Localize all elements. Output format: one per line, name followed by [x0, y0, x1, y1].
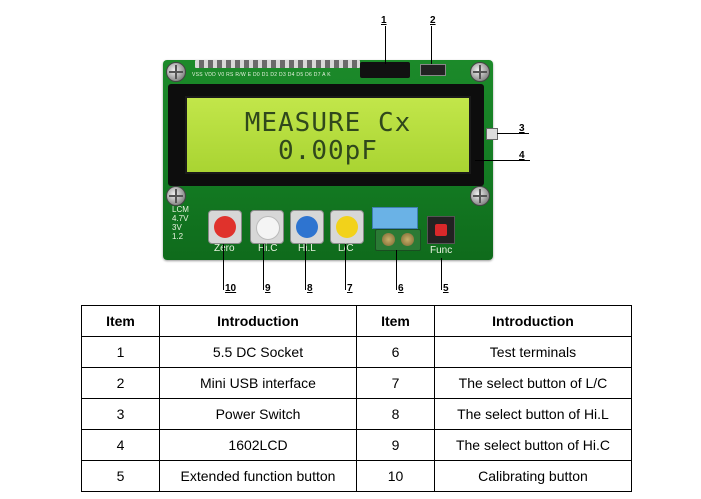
cell: 9 — [355, 429, 435, 461]
cell: 5.5 DC Socket — [158, 336, 357, 368]
btn-label-hi-l: Hi.L — [298, 243, 316, 254]
callout-10: 10 — [225, 283, 237, 294]
header-pins — [195, 60, 360, 68]
lcd-line-2: 0.00pF — [278, 136, 378, 166]
cell: Calibrating button — [433, 460, 633, 492]
screw-icon — [166, 186, 186, 206]
cell: The select button of Hi.C — [433, 429, 633, 461]
cell: The select button of L/C — [433, 367, 633, 399]
callout-9: 9 — [265, 283, 271, 294]
header-introduction: Introduction — [433, 305, 633, 337]
header-item: Item — [355, 305, 435, 337]
capacitor-block — [372, 207, 418, 229]
cell: The select button of Hi.L — [433, 398, 633, 430]
screw-icon — [470, 62, 490, 82]
parts-table: Item Introduction Item Introduction 1 5.… — [81, 305, 633, 492]
power-switch — [486, 128, 498, 140]
cell: Mini USB interface — [158, 367, 357, 399]
cell: 4 — [81, 429, 160, 461]
hi-c-button — [250, 210, 284, 244]
cell: Extended function button — [158, 460, 357, 492]
table-row: 2 Mini USB interface 7 The select button… — [81, 367, 633, 399]
cell: Test terminals — [433, 336, 633, 368]
screw-icon — [470, 186, 490, 206]
header-introduction: Introduction — [158, 305, 357, 337]
device-photo: VSS VDD V0 RS R/W E D0 D1 D2 D3 D4 D5 D6… — [0, 0, 701, 300]
callout-3: 3 — [519, 123, 525, 134]
btn-label-func: Func — [430, 245, 453, 256]
table-row: 3 Power Switch 8 The select button of Hi… — [81, 398, 633, 430]
table-row: 4 1602LCD 9 The select button of Hi.C — [81, 429, 633, 461]
callout-7: 7 — [347, 283, 353, 294]
screw-icon — [166, 62, 186, 82]
cell: 10 — [355, 460, 435, 492]
cell: 2 — [81, 367, 160, 399]
btn-label-hi-c: Hi.C — [258, 243, 278, 254]
side-silkscreen: LCM 4.7V 3V 1.2 — [172, 205, 189, 241]
callout-4: 4 — [519, 150, 525, 161]
table-row: 5 Extended function button 10 Calibratin… — [81, 460, 633, 492]
cell: 6 — [355, 336, 435, 368]
lcd-screen: MEASURE Cx 0.00pF — [185, 96, 471, 174]
hi-l-button — [290, 210, 324, 244]
test-terminals — [375, 229, 421, 251]
callout-6: 6 — [398, 283, 404, 294]
table-row: 1 5.5 DC Socket 6 Test terminals — [81, 336, 633, 368]
usb-port — [420, 64, 446, 76]
callout-2: 2 — [430, 15, 436, 26]
cell: 1602LCD — [158, 429, 357, 461]
cell: Power Switch — [158, 398, 357, 430]
func-button — [427, 216, 455, 244]
dc-socket — [360, 62, 410, 78]
cell: 8 — [355, 398, 435, 430]
l-c-button — [330, 210, 364, 244]
cell: 3 — [81, 398, 160, 430]
table-header-row: Item Introduction Item Introduction — [81, 305, 633, 337]
lcd-line-1: MEASURE Cx — [244, 108, 412, 138]
callout-1: 1 — [381, 15, 387, 26]
zero-button — [208, 210, 242, 244]
header-item: Item — [81, 305, 160, 337]
cell: 7 — [355, 367, 435, 399]
callout-5: 5 — [443, 283, 449, 294]
callout-8: 8 — [307, 283, 313, 294]
btn-label-zero: Zero — [214, 243, 235, 254]
pin-labels: VSS VDD V0 RS R/W E D0 D1 D2 D3 D4 D5 D6… — [192, 72, 331, 78]
cell: 5 — [81, 460, 160, 492]
cell: 1 — [81, 336, 160, 368]
